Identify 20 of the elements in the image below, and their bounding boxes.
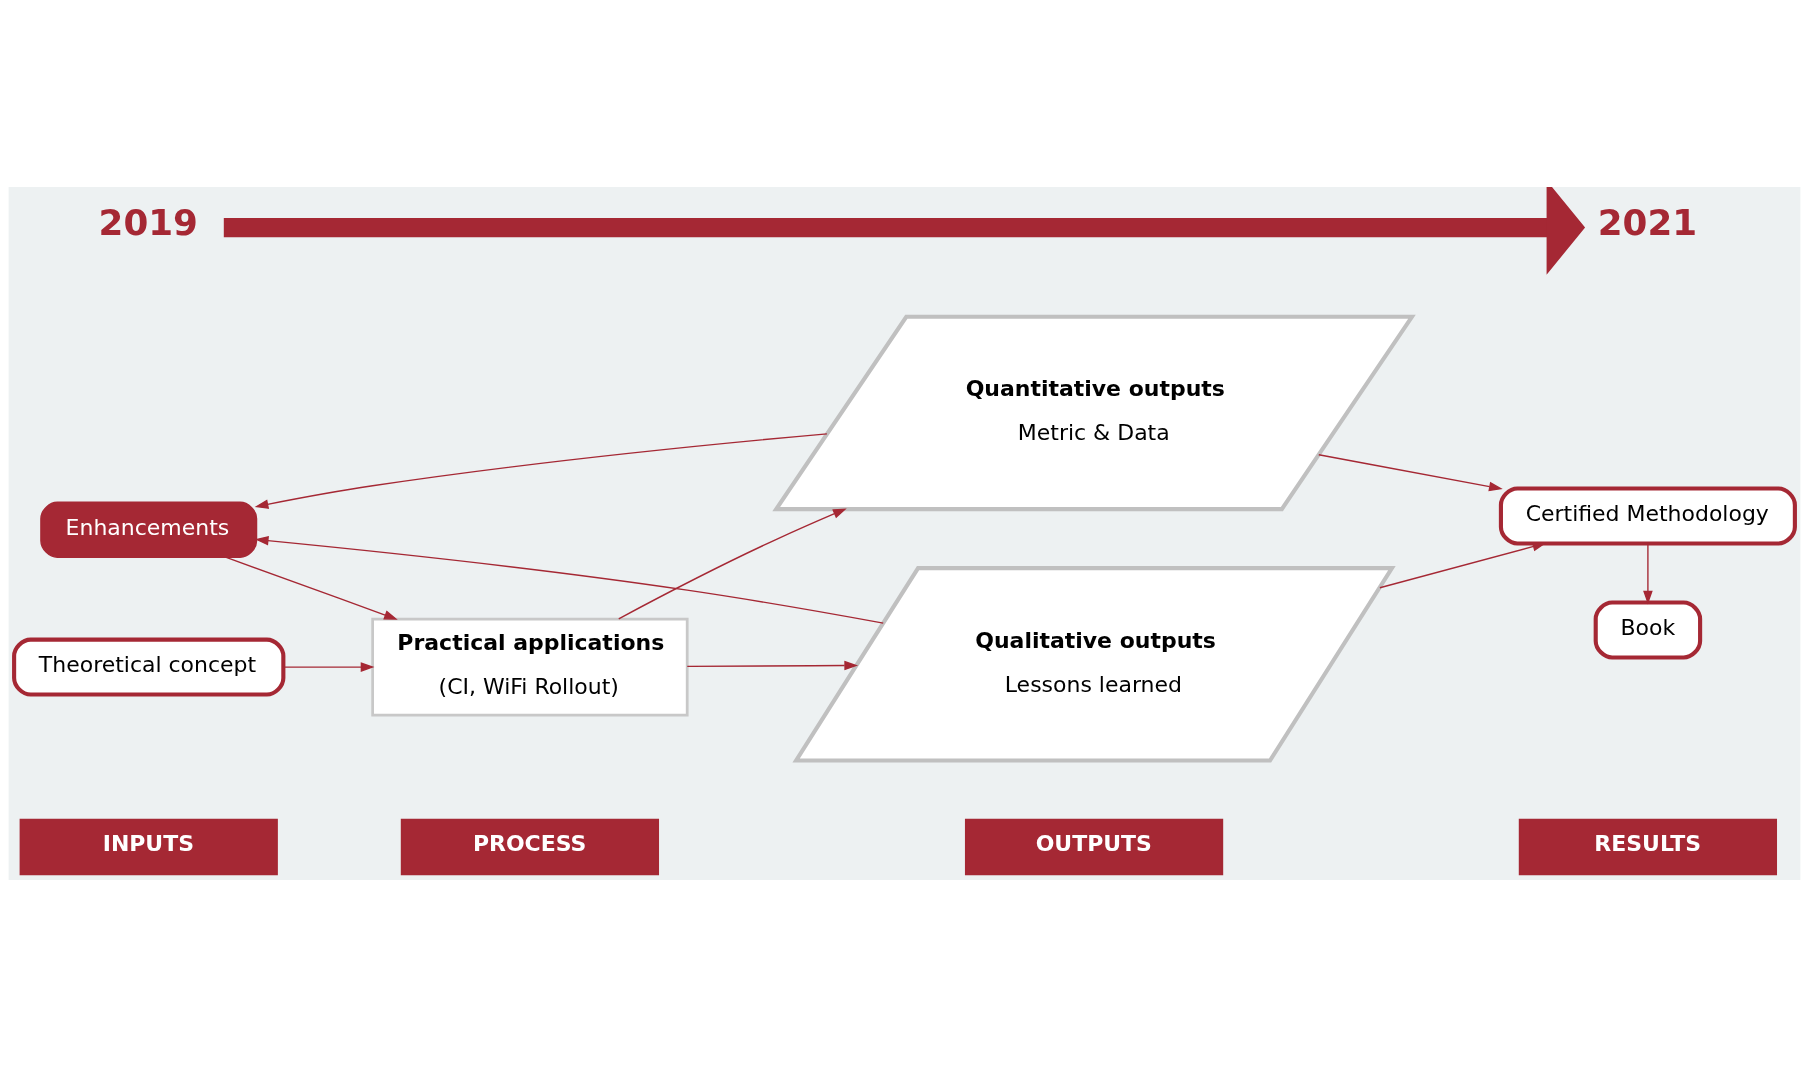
arrow bbox=[225, 556, 398, 620]
arrow bbox=[254, 433, 828, 509]
node-text: 2019 bbox=[98, 201, 198, 243]
arrow bbox=[1318, 454, 1503, 492]
arrow bbox=[686, 660, 859, 671]
node-box: PROCESS bbox=[400, 818, 660, 876]
node-box: RESULTS bbox=[1518, 818, 1778, 876]
node-box: Enhancements bbox=[40, 501, 258, 558]
arrow bbox=[223, 187, 1586, 275]
node-box: Certified Methodology bbox=[1498, 486, 1797, 546]
node-box: OUTPUTS bbox=[964, 818, 1224, 876]
node-box: Theoretical concept bbox=[12, 637, 286, 697]
node-text: 2021 bbox=[1597, 201, 1698, 243]
arrow bbox=[618, 508, 847, 620]
node-box: Practical applications (CI, WiFi Rollout) bbox=[371, 617, 689, 717]
arrow bbox=[1643, 542, 1653, 605]
node-box: INPUTS bbox=[19, 818, 278, 876]
arrow bbox=[254, 535, 884, 624]
arrow bbox=[282, 662, 375, 672]
node-box: Book bbox=[1593, 600, 1703, 660]
